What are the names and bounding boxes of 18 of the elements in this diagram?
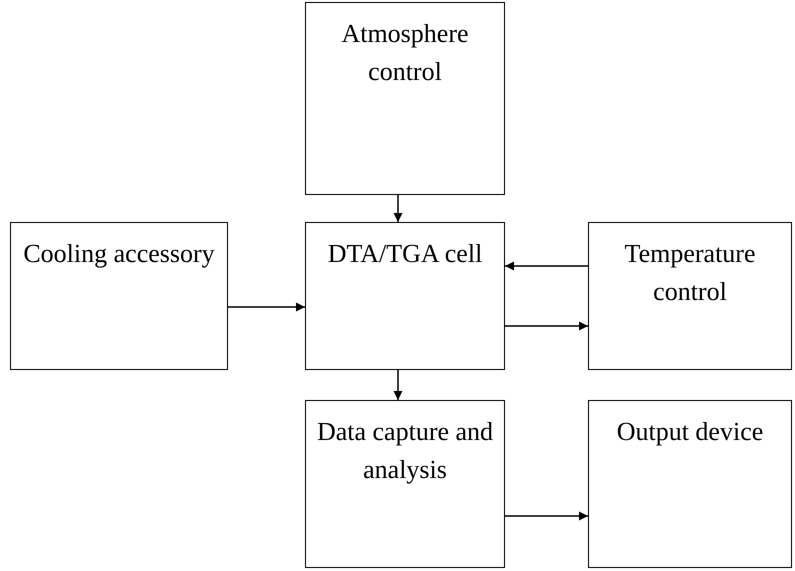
- box-label: DTA/TGA cell: [328, 238, 482, 270]
- box-label: Data capture and analysis: [316, 416, 494, 486]
- process-box: [588, 222, 792, 370]
- arrow: [505, 262, 588, 270]
- process-box: [305, 222, 505, 370]
- box-label: Cooling accessory: [23, 238, 215, 270]
- box-label: Temperature control: [624, 238, 756, 308]
- arrow: [394, 370, 402, 400]
- box-label: Output device: [616, 416, 764, 448]
- process-box: [588, 400, 792, 568]
- process-box: [305, 2, 505, 195]
- process-box: [10, 222, 228, 370]
- box-label: Atmosphere control: [340, 18, 470, 88]
- arrow: [228, 302, 305, 312]
- arrow: [394, 195, 402, 222]
- process-box: [305, 400, 505, 568]
- arrow: [505, 512, 588, 520]
- arrow: [505, 322, 588, 330]
